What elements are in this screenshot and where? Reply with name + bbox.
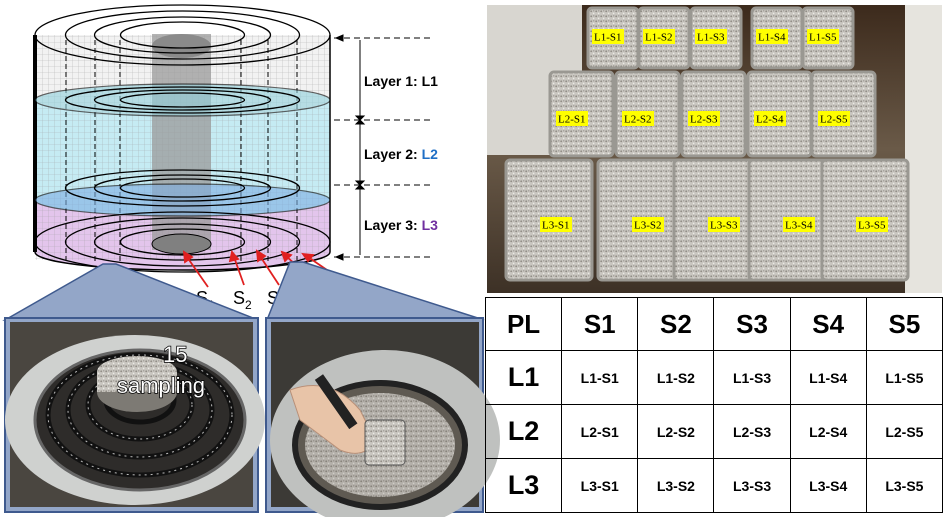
tray-label-background: [688, 111, 720, 126]
tray-label-background: [754, 111, 786, 126]
table-cell: L1-S5: [865, 350, 944, 405]
layer-1-label: Layer 1: L1: [364, 73, 438, 89]
table-corner-header: PL: [484, 297, 563, 351]
table-cell: L3-S5: [865, 458, 944, 513]
tray-label: L3-S5: [858, 220, 886, 232]
tray-label: L3-S3: [710, 220, 738, 232]
tray-label: L1-S3: [697, 32, 725, 44]
table-header-row: PL S1 S2 S3 S4 S5: [484, 297, 944, 351]
inset-photo-hand-sampling: [270, 322, 500, 517]
table-cell: L1-S3: [713, 350, 791, 405]
tray-label-background: [708, 217, 740, 232]
table-cell: L3-S1: [561, 458, 639, 513]
tray-label: L2-S1: [558, 114, 586, 126]
sample-label-s2: S2: [233, 288, 252, 312]
tray-label: L1-S5: [809, 32, 837, 44]
inset-sampling-text: sampling: [117, 373, 205, 398]
tray-label: L2-S3: [690, 114, 718, 126]
callout-left: [2, 263, 259, 321]
tray-label: L1-S4: [758, 32, 786, 44]
tray-label: L2-S4: [756, 114, 784, 126]
tray-label: L3-S1: [542, 220, 570, 232]
callout-right: [265, 261, 485, 321]
row-header: L2: [484, 404, 563, 459]
inset-photo-rings: [5, 322, 265, 507]
table-row: L1 L1-S1 L1-S2 L1-S3 L1-S4 L1-S5: [484, 350, 944, 405]
row-header: L3: [484, 458, 563, 513]
tray-label: L3-S4: [785, 220, 813, 232]
inset-count-text: 15: [163, 342, 187, 367]
table-cell: L1-S1: [561, 350, 639, 405]
tray-label: L2-S5: [820, 114, 848, 126]
column-header: S3: [713, 297, 791, 351]
column-header: S4: [789, 297, 867, 351]
layer-dimension-lines: [334, 34, 430, 261]
table-cell: L2-S5: [865, 404, 944, 459]
table-row: L3 L3-S1 L3-S2 L3-S3 L3-S4 L3-S5: [484, 458, 944, 513]
tray-label-background: [540, 217, 572, 232]
tray-label-background: [807, 29, 839, 44]
column-header: S1: [561, 297, 639, 351]
table-cell: L3-S4: [789, 458, 867, 513]
table-cell: L3-S3: [713, 458, 791, 513]
table-cell: L2-S1: [561, 404, 639, 459]
column-header: S2: [637, 297, 715, 351]
tray-label-background: [783, 217, 815, 232]
table-cell: L2-S3: [713, 404, 791, 459]
column-header: S5: [865, 297, 944, 351]
tray-label-background: [632, 217, 664, 232]
tray-label-background: [592, 29, 624, 44]
tray-label: L3-S2: [634, 220, 662, 232]
row-header: L1: [484, 350, 563, 405]
tray-label-background: [756, 29, 788, 44]
tray-label-background: [856, 217, 888, 232]
table-cell: L2-S2: [637, 404, 715, 459]
tray-label-background: [622, 111, 654, 126]
table-cell: L2-S4: [789, 404, 867, 459]
tray-label-background: [695, 29, 727, 44]
cylinder: [33, 4, 331, 273]
tray-label-background: [556, 111, 588, 126]
table-row: L2 L2-S1 L2-S2 L2-S3 L2-S4 L2-S5: [484, 404, 944, 459]
layer-3-label: Layer 3: L3: [364, 217, 438, 233]
table-cell: L1-S4: [789, 350, 867, 405]
table-cell: L1-S2: [637, 350, 715, 405]
tray-label-background: [818, 111, 850, 126]
tray-label-background: [643, 29, 675, 44]
tray-label: L1-S1: [594, 32, 622, 44]
tray-label: L1-S2: [645, 32, 673, 44]
tray-label: L2-S2: [624, 114, 652, 126]
sample-table: PL S1 S2 S3 S4 S5 L1 L1-S1 L1-S2 L1-S3 L…: [484, 297, 944, 513]
table-cell: L3-S2: [637, 458, 715, 513]
layer-2-label: Layer 2: L2: [364, 146, 438, 162]
